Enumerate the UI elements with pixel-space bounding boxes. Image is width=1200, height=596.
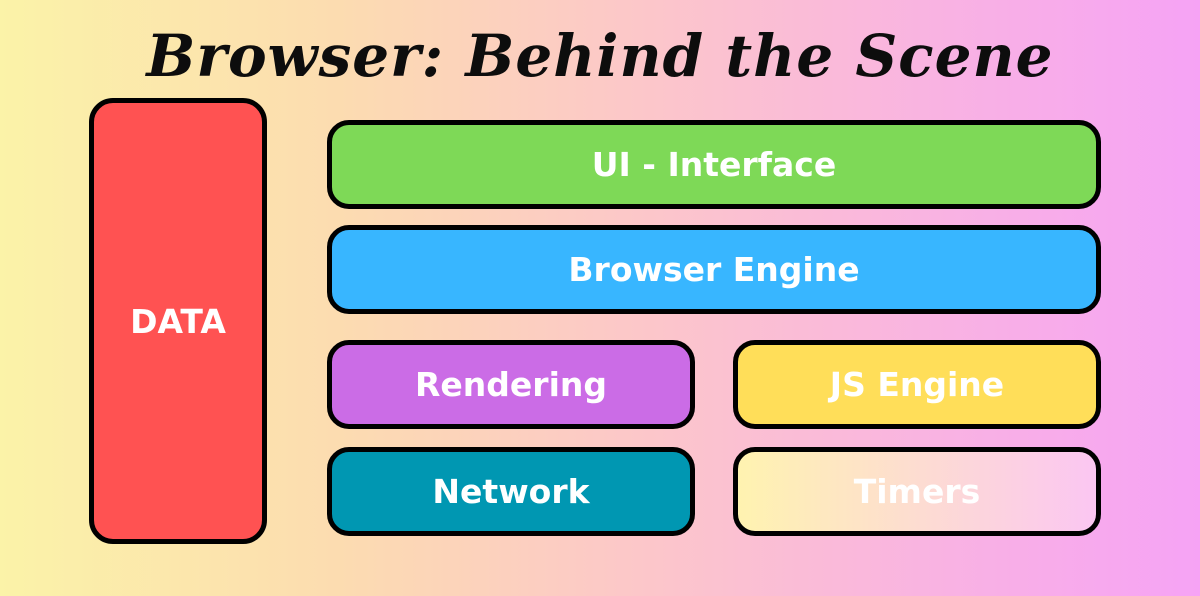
ui-interface-label: UI - Interface bbox=[591, 145, 837, 184]
rendering-block: Rendering bbox=[327, 340, 695, 429]
network-label: Network bbox=[432, 472, 590, 511]
js-engine-block: JS Engine bbox=[733, 340, 1101, 429]
timers-label: Timers bbox=[853, 472, 981, 511]
data-block: DATA bbox=[89, 98, 267, 544]
network-block: Network bbox=[327, 447, 695, 536]
data-label: DATA bbox=[130, 301, 226, 341]
browser-engine-block: Browser Engine bbox=[327, 225, 1101, 314]
page-title: Browser: Behind the Scene bbox=[146, 22, 1054, 90]
rendering-label: Rendering bbox=[415, 365, 607, 404]
browser-engine-label: Browser Engine bbox=[568, 250, 860, 289]
js-engine-label: JS Engine bbox=[829, 365, 1005, 404]
ui-interface-block: UI - Interface bbox=[327, 120, 1101, 209]
timers-block: Timers bbox=[733, 447, 1101, 536]
